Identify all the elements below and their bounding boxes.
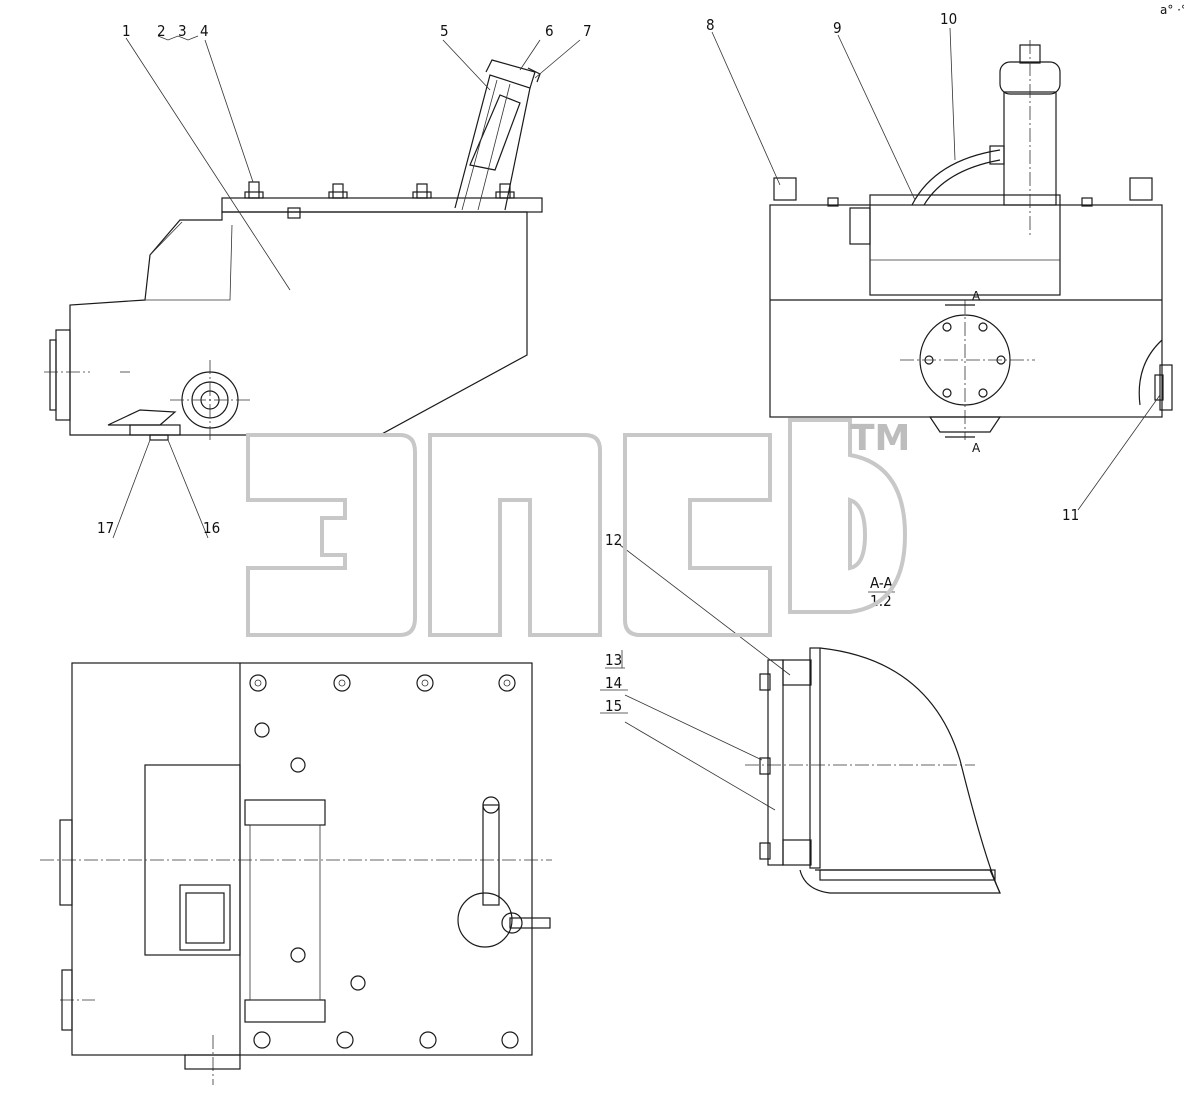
callout-14: 14	[605, 674, 622, 692]
callout-1: 1	[122, 22, 131, 40]
callout-9: 9	[833, 19, 842, 37]
side-view	[44, 59, 543, 441]
watermark-logo: TM	[246, 418, 910, 637]
callout-3: 3	[178, 22, 187, 40]
callout-15: 15	[605, 697, 622, 715]
drain-plug	[107, 409, 181, 441]
bolt-holes	[249, 674, 519, 1049]
callout-17: 17	[97, 519, 114, 537]
callout-13: 13	[605, 651, 622, 669]
inspection-flange	[900, 300, 1035, 440]
callout-8: 8	[706, 16, 715, 34]
callout-11: 11	[1062, 506, 1079, 524]
top-view	[40, 662, 552, 1085]
callout-10: 10	[940, 10, 957, 28]
drain-valve	[170, 360, 250, 440]
callout-7: 7	[583, 22, 592, 40]
watermark-tm: TM	[850, 418, 910, 459]
corner-note: a° ·°°	[1160, 3, 1184, 17]
callout-6: 6	[545, 22, 554, 40]
section-title: A-A	[870, 574, 893, 592]
callout-16: 16	[203, 519, 220, 537]
leader-lines	[112, 27, 1161, 811]
callout-4: 4	[200, 22, 209, 40]
callout-2: 2	[157, 22, 166, 40]
callout-labels: 1 2 3 4 5 6 7 8 9 10 11 12 13 14 15 16 1…	[97, 3, 1184, 715]
section-mark-top: A	[972, 289, 981, 303]
section-mark-bottom: A	[972, 441, 981, 455]
filler-neck	[999, 40, 1061, 235]
front-view: A A	[769, 40, 1173, 455]
section-a-a: A-A 1:2	[745, 574, 1001, 894]
filler-filter	[454, 59, 541, 211]
side-fitting	[44, 329, 90, 421]
flange-bolts	[244, 181, 515, 219]
callout-12: 12	[605, 531, 622, 549]
callout-5: 5	[440, 22, 449, 40]
